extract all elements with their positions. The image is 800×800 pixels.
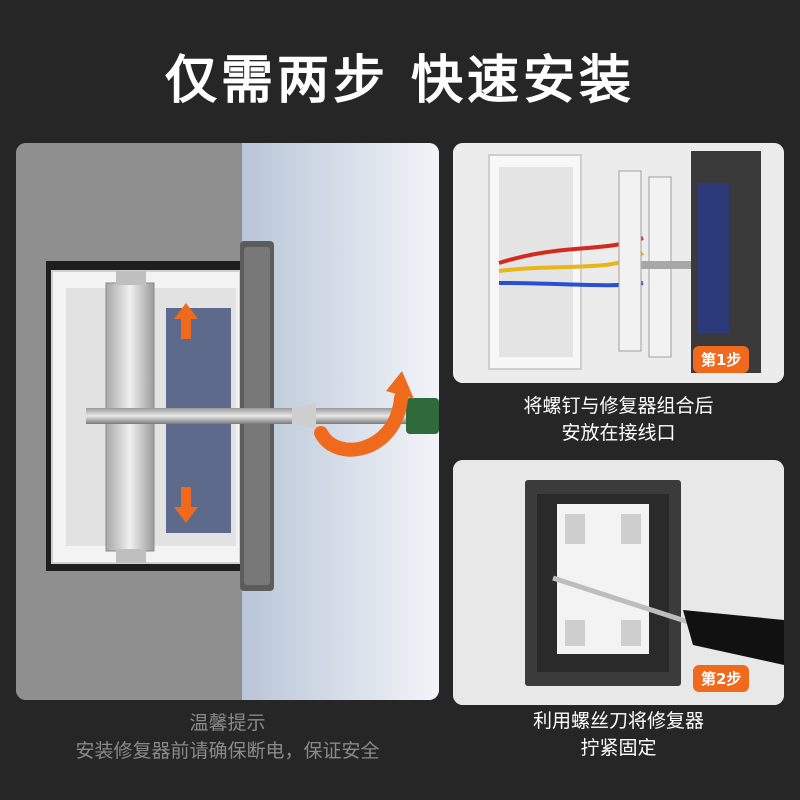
step2-caption-line1: 利用螺丝刀将修复器 [532, 710, 704, 732]
step1-illustration [453, 143, 784, 383]
down-arrow-icon [174, 487, 198, 523]
step1-caption-line1: 将螺钉与修复器组合后 [523, 395, 714, 417]
step2-badge: 第2步 [693, 665, 750, 692]
tip-title: 温馨提示 [189, 712, 266, 734]
step1-badge: 第1步 [693, 346, 750, 373]
step2-illustration [453, 460, 784, 705]
step1-caption: 将螺钉与修复器组合后 安放在接线口 [453, 393, 784, 447]
main-illustration [16, 143, 439, 700]
curved-arrow-icon [314, 371, 414, 457]
step1-caption-line2: 安放在接线口 [561, 422, 676, 444]
page-title: 仅需两步 快速安装 [164, 51, 636, 111]
up-arrow-icon [174, 303, 198, 339]
step2-caption-line2: 拧紧固定 [580, 737, 657, 759]
tip-text: 安装修复器前请确保断电，保证安全 [75, 740, 380, 762]
step2-caption: 利用螺丝刀将修复器 拧紧固定 [453, 708, 784, 762]
